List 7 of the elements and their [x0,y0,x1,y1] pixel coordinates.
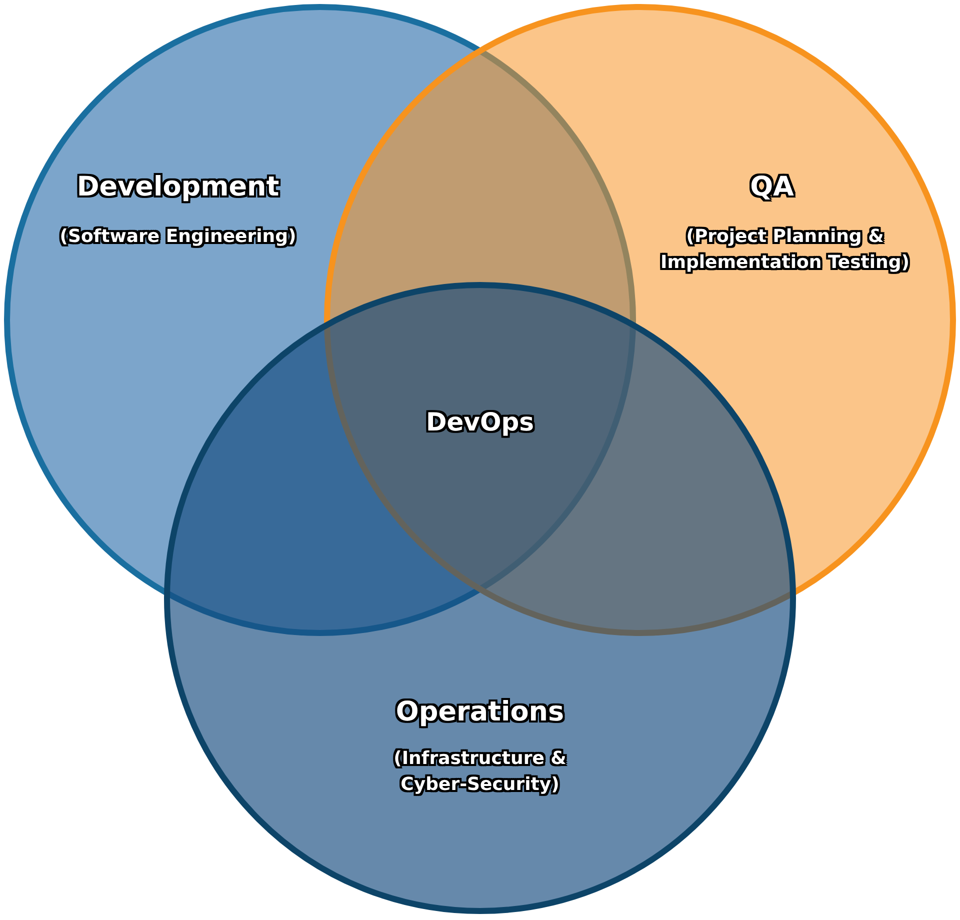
circle-subtitle: (Infrastructure & Cyber-Security) [392,747,568,797]
circle-subtitle: (Software Engineering) [58,225,298,249]
circle-title: Operations [396,696,564,728]
circle-title: Development [76,172,280,202]
circle-title: QA [750,172,794,202]
circle-subtitle: (Project Planning & Implementation Testing) [660,225,910,275]
overlap-label: DevOps [426,408,534,436]
